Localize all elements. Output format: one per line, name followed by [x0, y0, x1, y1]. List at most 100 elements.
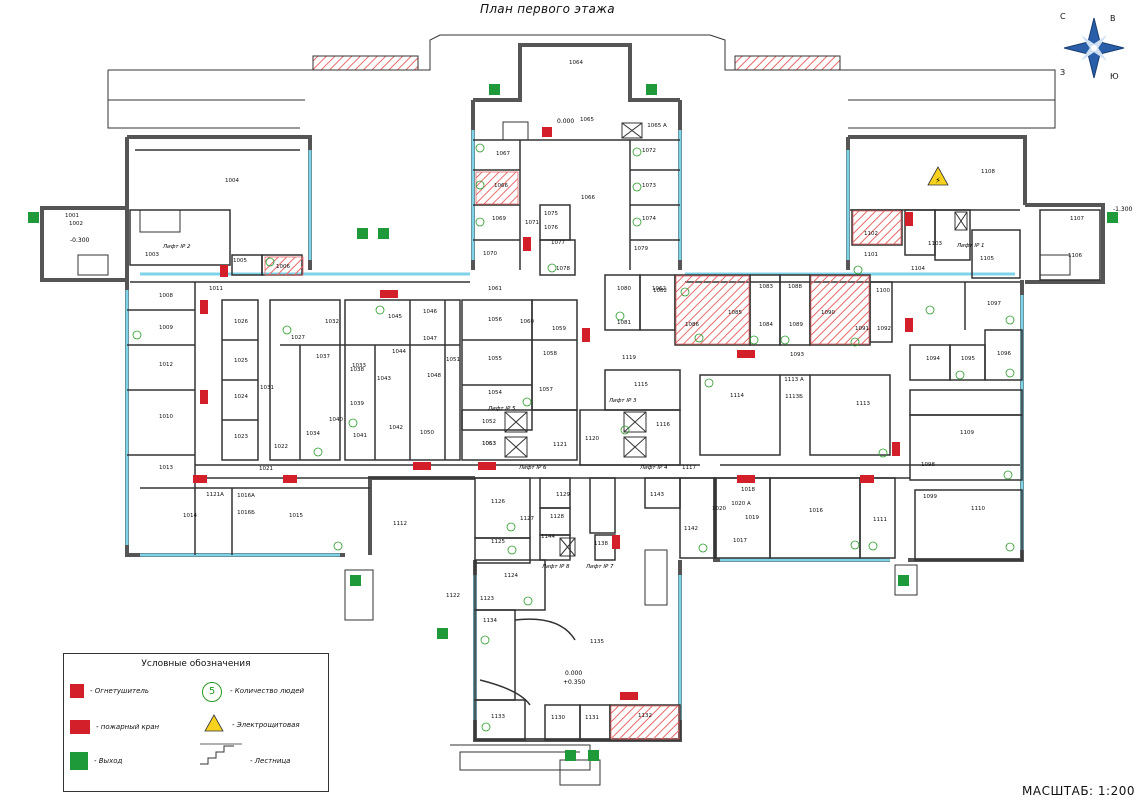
room-1043: 1043 [377, 376, 391, 382]
level-entrance-2: -0.300 [70, 237, 90, 244]
svg-text:⚡: ⚡ [935, 176, 941, 185]
room-1130: 1130 [551, 715, 565, 721]
compass-north: С [1060, 12, 1066, 21]
room-1011: 1011 [209, 286, 223, 292]
room-1005: 1005 [233, 258, 247, 264]
room-1051: 1051 [446, 357, 460, 363]
room-labels: 1004 1064 1065 1065 А 1108 1001 1002 100… [65, 60, 1084, 721]
electric-legend-icon [204, 714, 224, 732]
stairs [77, 121, 1071, 786]
room-1125: 1125 [491, 539, 505, 545]
room-1122: 1122 [446, 593, 460, 599]
room-1016: 1016 [809, 508, 823, 514]
room-1003: 1003 [145, 252, 159, 258]
room-1124: 1124 [504, 573, 518, 579]
room-1034: 1034 [306, 431, 320, 437]
room-1079: 1079 [634, 246, 648, 252]
room-1006: 1006 [276, 264, 290, 270]
room-1096: 1096 [997, 351, 1011, 357]
room-1075: 1075 [544, 211, 558, 217]
room-1050: 1050 [420, 430, 434, 436]
room-1117: 1117 [682, 465, 696, 471]
compass-west: З [1060, 68, 1066, 77]
room-1120: 1120 [585, 436, 599, 442]
compass-rose [1063, 17, 1125, 79]
room-1097: 1097 [987, 301, 1001, 307]
exit-signs [28, 84, 1118, 761]
room-1044: 1044 [392, 349, 406, 355]
lift-label-2: Лифт IP 2 [162, 244, 191, 250]
room-1078: 1078 [556, 266, 570, 272]
room-1039: 1039 [350, 401, 364, 407]
room-1103: 1103 [928, 241, 942, 247]
room-1002: 1002 [69, 221, 83, 227]
room-1115: 1115 [634, 382, 648, 388]
room-1113: 1113 [856, 401, 870, 407]
room-1018: 1018 [741, 487, 755, 493]
room-1142: 1142 [684, 526, 698, 532]
lift-label-4: Лифт IP 4 [639, 465, 668, 471]
room-1099: 1099 [923, 494, 937, 500]
partitions [127, 139, 1101, 741]
room-1108: 1108 [981, 169, 995, 175]
hatched-rooms [264, 171, 902, 740]
room-1022: 1022 [274, 444, 288, 450]
room-1081: 1081 [617, 320, 631, 326]
level-bottom: 0.000 [565, 670, 582, 677]
room-1128: 1128 [550, 514, 564, 520]
legend-electric: - Электрощитовая [232, 721, 300, 729]
room-1016a: 1016А [237, 493, 255, 499]
room-1062: 1062 [652, 286, 666, 292]
room-1057: 1057 [539, 387, 553, 393]
room-1110: 1110 [971, 506, 985, 512]
room-1086: 1086 [685, 322, 699, 328]
room-1105: 1105 [980, 256, 994, 262]
electric-panel-icon: ⚡ [927, 166, 949, 186]
room-1001: 1001 [65, 213, 79, 219]
room-1107: 1107 [1070, 216, 1084, 222]
legend-title: Условные обозначения [141, 659, 251, 669]
room-1126: 1126 [491, 499, 505, 505]
room-1053: 1053 [482, 441, 496, 447]
room-1025: 1025 [234, 358, 248, 364]
room-1106: 1106 [1068, 253, 1082, 259]
room-1038: 1038 [350, 367, 364, 373]
site-lines [107, 34, 1056, 129]
room-1023: 1023 [234, 434, 248, 440]
room-1112: 1112 [393, 521, 407, 527]
room-1080: 1080 [617, 286, 631, 292]
room-1082: 1082 [653, 288, 667, 294]
room-1021: 1021 [259, 466, 273, 472]
room-1071: 1071 [525, 220, 539, 226]
room-1047: 1047 [423, 336, 437, 342]
room-1055: 1055 [488, 356, 502, 362]
room-1119: 1119 [622, 355, 636, 361]
room-1144: 1144 [541, 534, 555, 540]
room-1056: 1056 [488, 317, 502, 323]
room-1048: 1048 [427, 373, 441, 379]
room-1024: 1024 [234, 394, 248, 400]
room-1008: 1008 [159, 293, 173, 299]
room-1129: 1129 [556, 492, 570, 498]
room-1046: 1046 [423, 309, 437, 315]
lift-label-7: Лифт IP 7 [585, 564, 614, 570]
legend-hydrant: - пожарный кран [96, 723, 160, 731]
room-1100: 1100 [876, 288, 890, 294]
room-1083: 1083 [759, 284, 773, 290]
extinguisher-icon [70, 684, 84, 698]
room-1004: 1004 [225, 178, 239, 184]
room-1070: 1070 [483, 251, 497, 257]
room-1020a: 1020 А [731, 501, 751, 507]
room-1123: 1123 [480, 596, 494, 602]
room-1009: 1009 [159, 325, 173, 331]
room-1101: 1101 [864, 252, 878, 258]
lift-label-1: Лифт IP 1 [956, 243, 985, 249]
legend-stairs: - Лестница [250, 757, 291, 765]
room-1089: 1089 [789, 322, 803, 328]
room-1058: 1058 [543, 351, 557, 357]
people-count-icon: 5 [202, 682, 222, 702]
room-1013: 1013 [159, 465, 173, 471]
lift-label-3: Лифт IP 3 [608, 398, 637, 404]
lift-label-8: Лифт IP 8 [541, 564, 570, 570]
